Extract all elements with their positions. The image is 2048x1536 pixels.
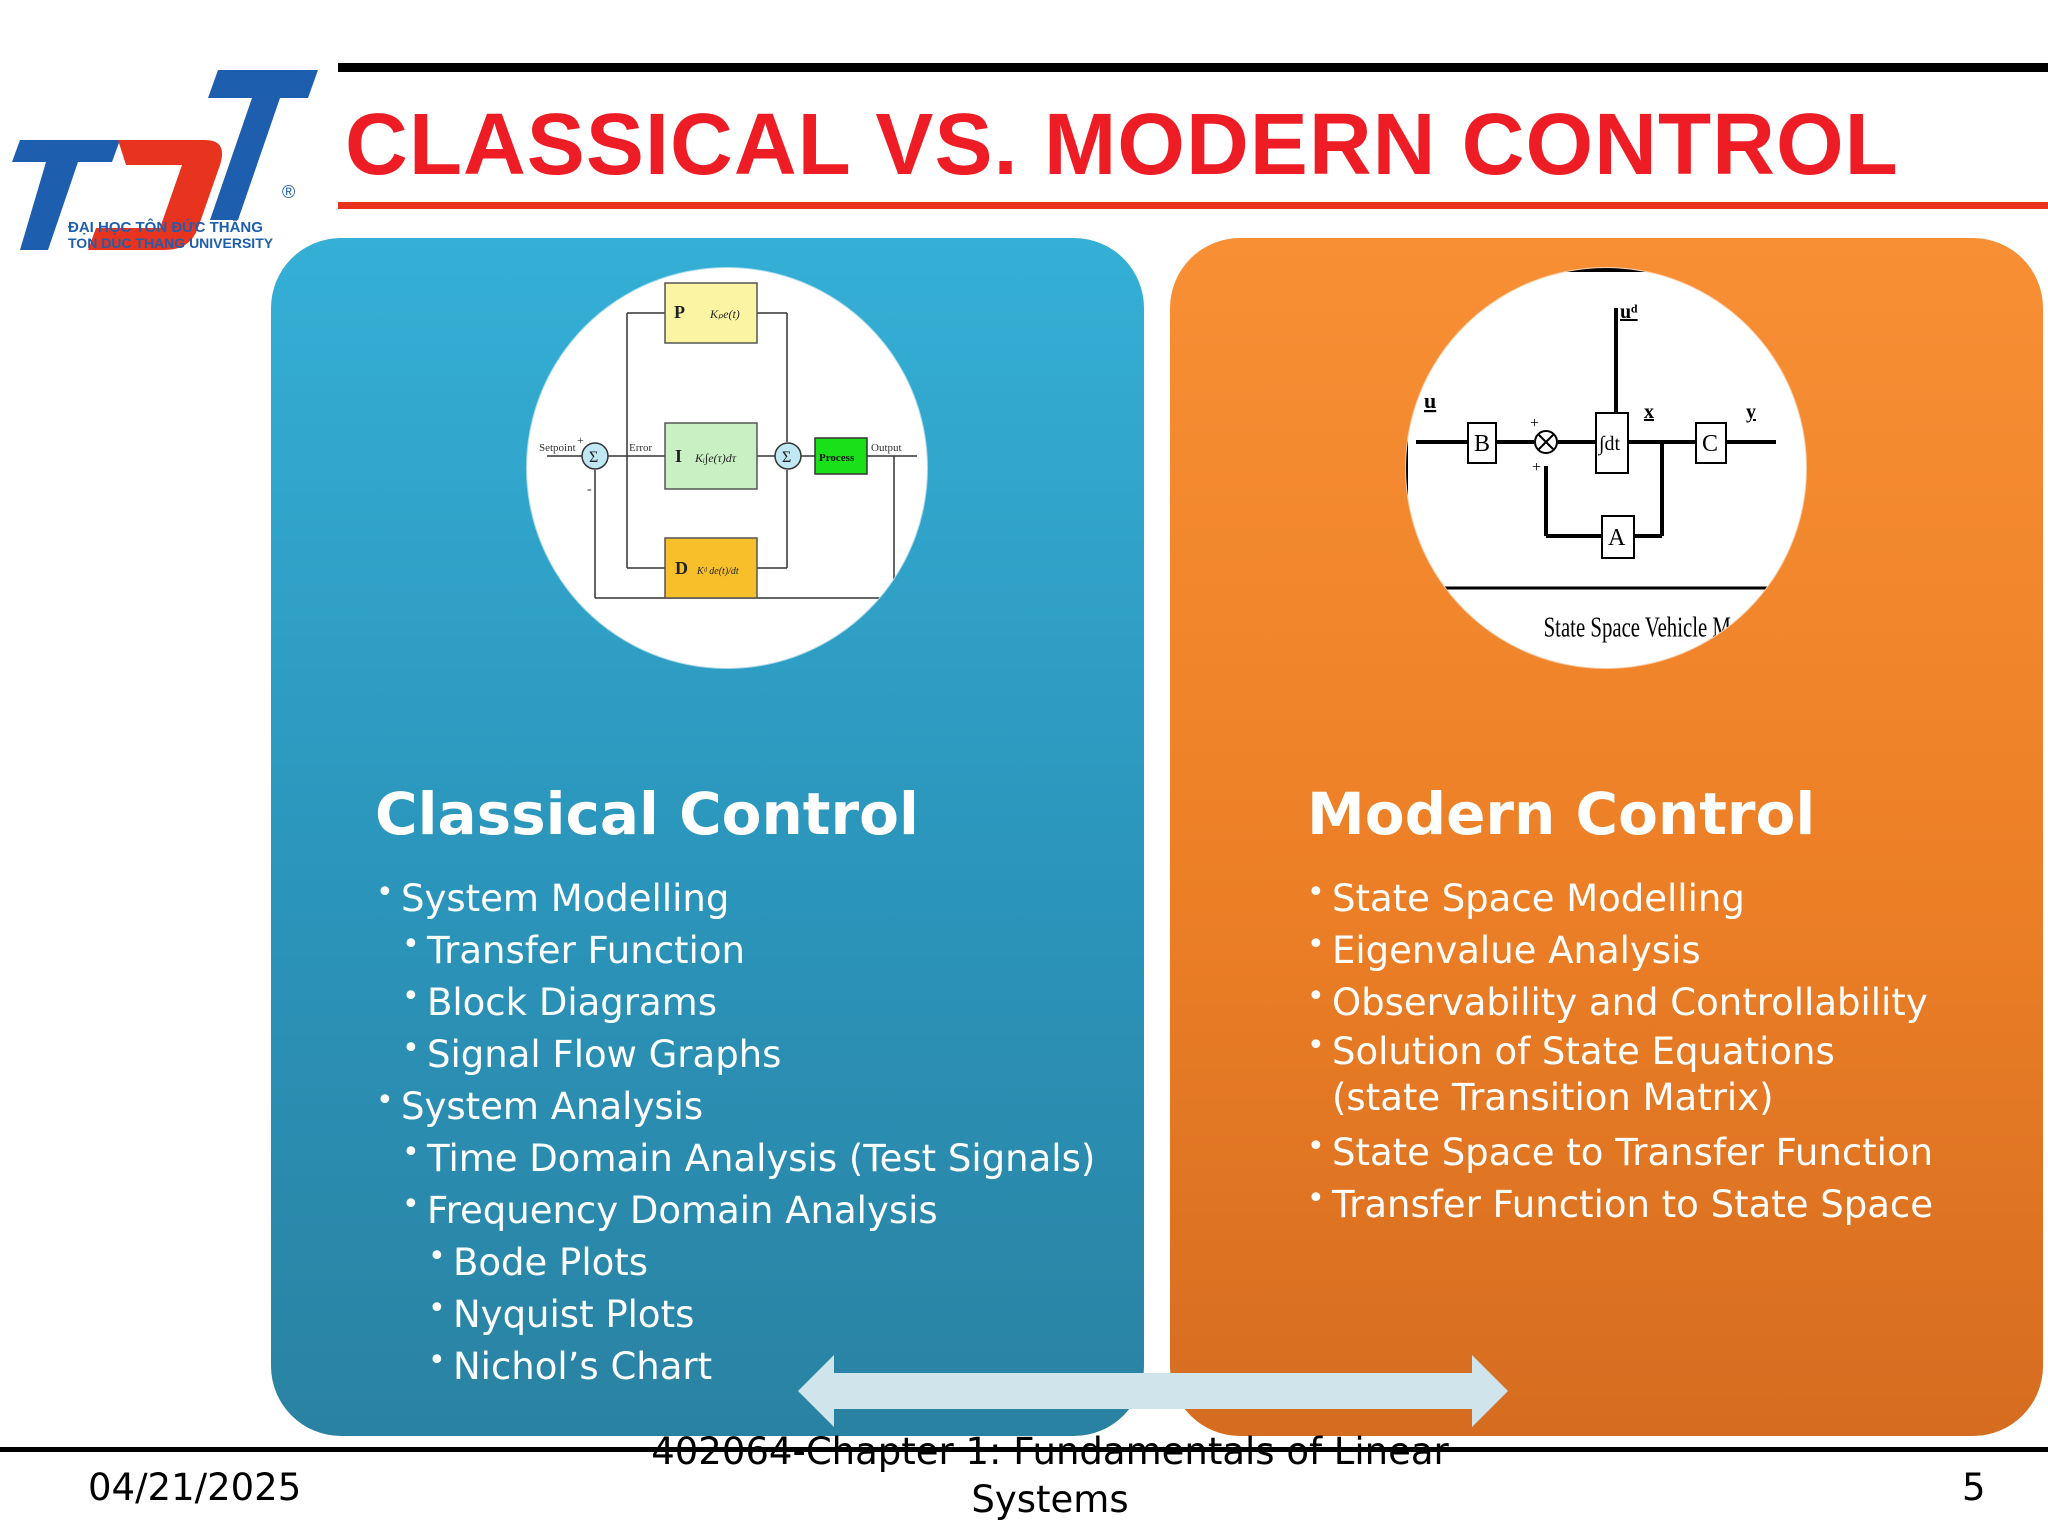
logo-name-en: TON DUC THANG UNIVERSITY bbox=[68, 235, 274, 251]
list-item: Eigenvalue Analysis bbox=[1307, 919, 1952, 977]
list-item: System Analysis bbox=[376, 1075, 1095, 1133]
block-b-label: B bbox=[1474, 431, 1490, 457]
integrator-label: ∫dt bbox=[1597, 433, 1620, 456]
i-block-label: I bbox=[675, 446, 682, 466]
list-item: Signal Flow Graphs bbox=[401, 1023, 1095, 1081]
header-top-rule bbox=[338, 63, 2048, 72]
output-label: Output bbox=[871, 442, 902, 454]
p-block-expr: Kₚe(t) bbox=[709, 307, 740, 321]
list-item: Bode Plots bbox=[401, 1231, 1095, 1289]
output-y-label: y bbox=[1746, 401, 1756, 423]
process-block-label: Process bbox=[819, 452, 855, 464]
pid-diagram-image: Σ Σ Setpoint + - Error P Kₚe(t) I Kᵢ∫e(τ… bbox=[527, 268, 927, 668]
sum-symbol-2: Σ bbox=[782, 449, 791, 466]
error-label: Error bbox=[629, 442, 653, 454]
list-item: Nyquist Plots bbox=[401, 1283, 1095, 1341]
double-arrow-icon bbox=[798, 1355, 1508, 1427]
block-c-label: C bbox=[1702, 431, 1718, 457]
logo-blue-shape bbox=[12, 140, 120, 250]
p-block-label: P bbox=[674, 302, 685, 322]
minus-sign: - bbox=[587, 482, 592, 497]
list-item: Time Domain Analysis (Test Signals) bbox=[401, 1127, 1095, 1185]
classical-control-topics: System Modelling Transfer Function Block… bbox=[376, 867, 1095, 1393]
sum-symbol-1: Σ bbox=[589, 449, 598, 466]
logo-name-vi: ĐẠI HỌC TÔN ĐỨC THẮNG bbox=[68, 218, 263, 236]
list-item: System Modelling bbox=[376, 867, 1095, 925]
d-block-expr: Kᵈ de(t)/dt bbox=[696, 566, 739, 577]
footer-rule bbox=[0, 1447, 2048, 1452]
modern-control-topics: State Space Modelling Eigenvalue Analysi… bbox=[1307, 867, 1952, 1231]
sum-plus-bottom: + bbox=[1532, 459, 1541, 476]
registered-mark: ® bbox=[282, 182, 295, 202]
input-u-label: u bbox=[1424, 388, 1436, 413]
state-space-diagram: u uᵈ B ∫dt A C x y + + State Space Vehic… bbox=[1406, 268, 1806, 643]
list-item: State Space to Transfer Function bbox=[1307, 1121, 1952, 1179]
state-space-diagram-image: u uᵈ B ∫dt A C x y + + State Space Vehic… bbox=[1406, 268, 1806, 668]
classical-control-heading: Classical Control bbox=[375, 780, 919, 848]
university-logo: ® ĐẠI HỌC TÔN ĐỨC THẮNG TON DUC THANG UN… bbox=[12, 70, 318, 251]
d-block-label: D bbox=[675, 558, 688, 578]
logo-blue-shape-2 bbox=[208, 70, 318, 220]
plus-sign: + bbox=[577, 433, 584, 447]
i-block-expr: Kᵢ∫e(τ)dτ bbox=[694, 451, 737, 465]
header-red-rule bbox=[338, 202, 2048, 209]
state-x-label: x bbox=[1644, 401, 1654, 423]
sum-plus-top: + bbox=[1530, 415, 1539, 432]
block-a-label: A bbox=[1608, 525, 1626, 551]
logo-red-shape bbox=[88, 140, 223, 250]
slide-title: CLASSICAL VS. MODERN CONTROL bbox=[345, 96, 1899, 193]
list-item: Solution of State Equations (state Trans… bbox=[1307, 1023, 1952, 1121]
pid-diagram: Σ Σ Setpoint + - Error P Kₚe(t) I Kᵢ∫e(τ… bbox=[539, 282, 917, 599]
footer-course-title: 402064-Chapter 1: Fundamentals of Linear… bbox=[651, 1430, 1449, 1521]
footer-date: 04/21/2025 bbox=[88, 1466, 302, 1509]
list-item: Observability and Controllability bbox=[1307, 971, 1952, 1029]
disturbance-label: uᵈ bbox=[1620, 301, 1638, 323]
list-item: Transfer Function bbox=[401, 919, 1095, 977]
slide-number: 5 bbox=[1962, 1466, 1986, 1509]
list-item: Block Diagrams bbox=[401, 971, 1095, 1029]
list-item: Nichol’s Chart bbox=[401, 1335, 1095, 1393]
list-item: Frequency Domain Analysis bbox=[401, 1179, 1095, 1237]
list-item: Transfer Function to State Space bbox=[1307, 1173, 1952, 1231]
setpoint-label: Setpoint bbox=[539, 442, 576, 454]
list-item: State Space Modelling bbox=[1307, 867, 1952, 925]
modern-control-heading: Modern Control bbox=[1307, 780, 1816, 848]
